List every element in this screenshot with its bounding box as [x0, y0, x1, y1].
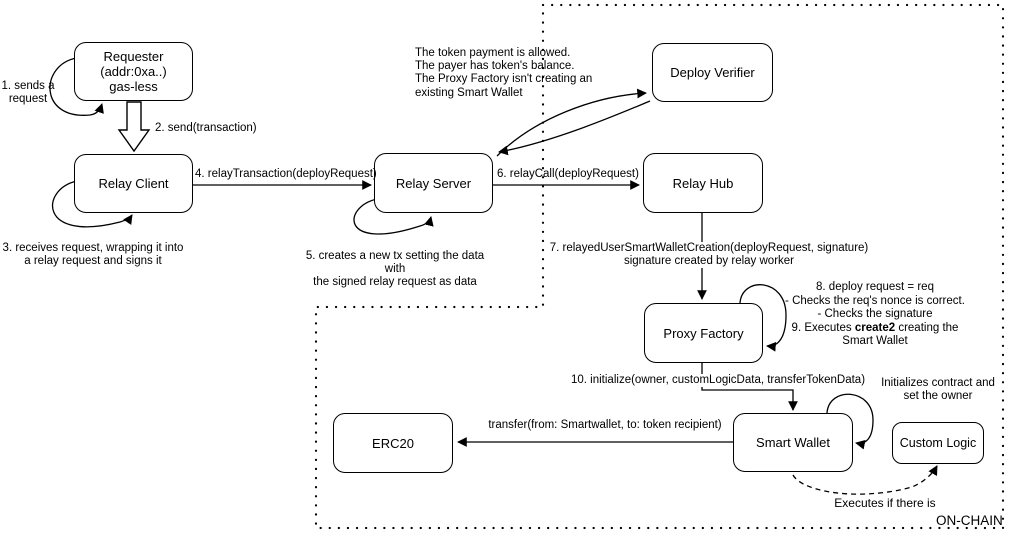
arrow-verify-response — [498, 100, 651, 156]
factory-checks-text: 8. deploy request = req - Checks the req… — [785, 281, 965, 334]
label-verifier-checks: The token payment is allowed. The payer … — [415, 47, 593, 99]
arrow-wallet-init-loop — [826, 393, 874, 450]
node-proxy-factory: Proxy Factory — [644, 303, 763, 363]
arrow-executes-custom-logic — [792, 465, 938, 495]
label-factory-checks: 8. deploy request = req - Checks the req… — [755, 281, 995, 349]
node-requester: Requester (addr:0xa..) gas-less — [74, 42, 193, 101]
label-init-owner: Initializes contract and set the owner — [881, 377, 995, 403]
label-step-5: 5. creates a new tx setting the data wit… — [305, 250, 485, 289]
arrow-send-transaction — [117, 101, 151, 153]
node-custom-logic: Custom Logic — [892, 422, 984, 464]
label-step-4: 4. relayTransaction(deployRequest) — [195, 168, 377, 180]
factory-checks-tail: creating the Smart Wallet — [842, 321, 959, 348]
node-relay-server: Relay Server — [374, 153, 493, 213]
node-deploy-verifier: Deploy Verifier — [652, 43, 773, 102]
label-step-2: 2. send(transaction) — [155, 122, 257, 134]
label-step-1: 1. sends a request — [1, 80, 55, 106]
node-relay-hub: Relay Hub — [643, 153, 763, 213]
label-step-7: 7. relayedUserSmartWalletCreation(deploy… — [547, 242, 871, 269]
arrow-receives-request-loop — [51, 180, 133, 228]
node-smart-wallet: Smart Wallet — [733, 413, 853, 472]
node-relay-client: Relay Client — [74, 154, 193, 213]
arrow-sends-request-loop — [49, 57, 104, 116]
node-erc20: ERC20 — [333, 413, 453, 473]
factory-checks-create2: create2 — [854, 321, 896, 334]
label-step-3: 3. receives request, wrapping it into a … — [2, 242, 184, 268]
arrow-verify-request — [496, 88, 647, 157]
arrow-creates-tx-loop — [353, 198, 434, 235]
label-executes-if: Executes if there is — [834, 496, 936, 510]
label-on-chain: ON-CHAIN — [936, 513, 1003, 528]
label-step-6: 6. relayCall(deployRequest) — [497, 168, 639, 180]
arrow-factory-checks-loop — [739, 284, 787, 352]
label-transfer: transfer(from: Smartwallet, to: token re… — [488, 419, 722, 431]
label-step-10: 10. initialize(owner, customLogicData, t… — [569, 374, 868, 388]
